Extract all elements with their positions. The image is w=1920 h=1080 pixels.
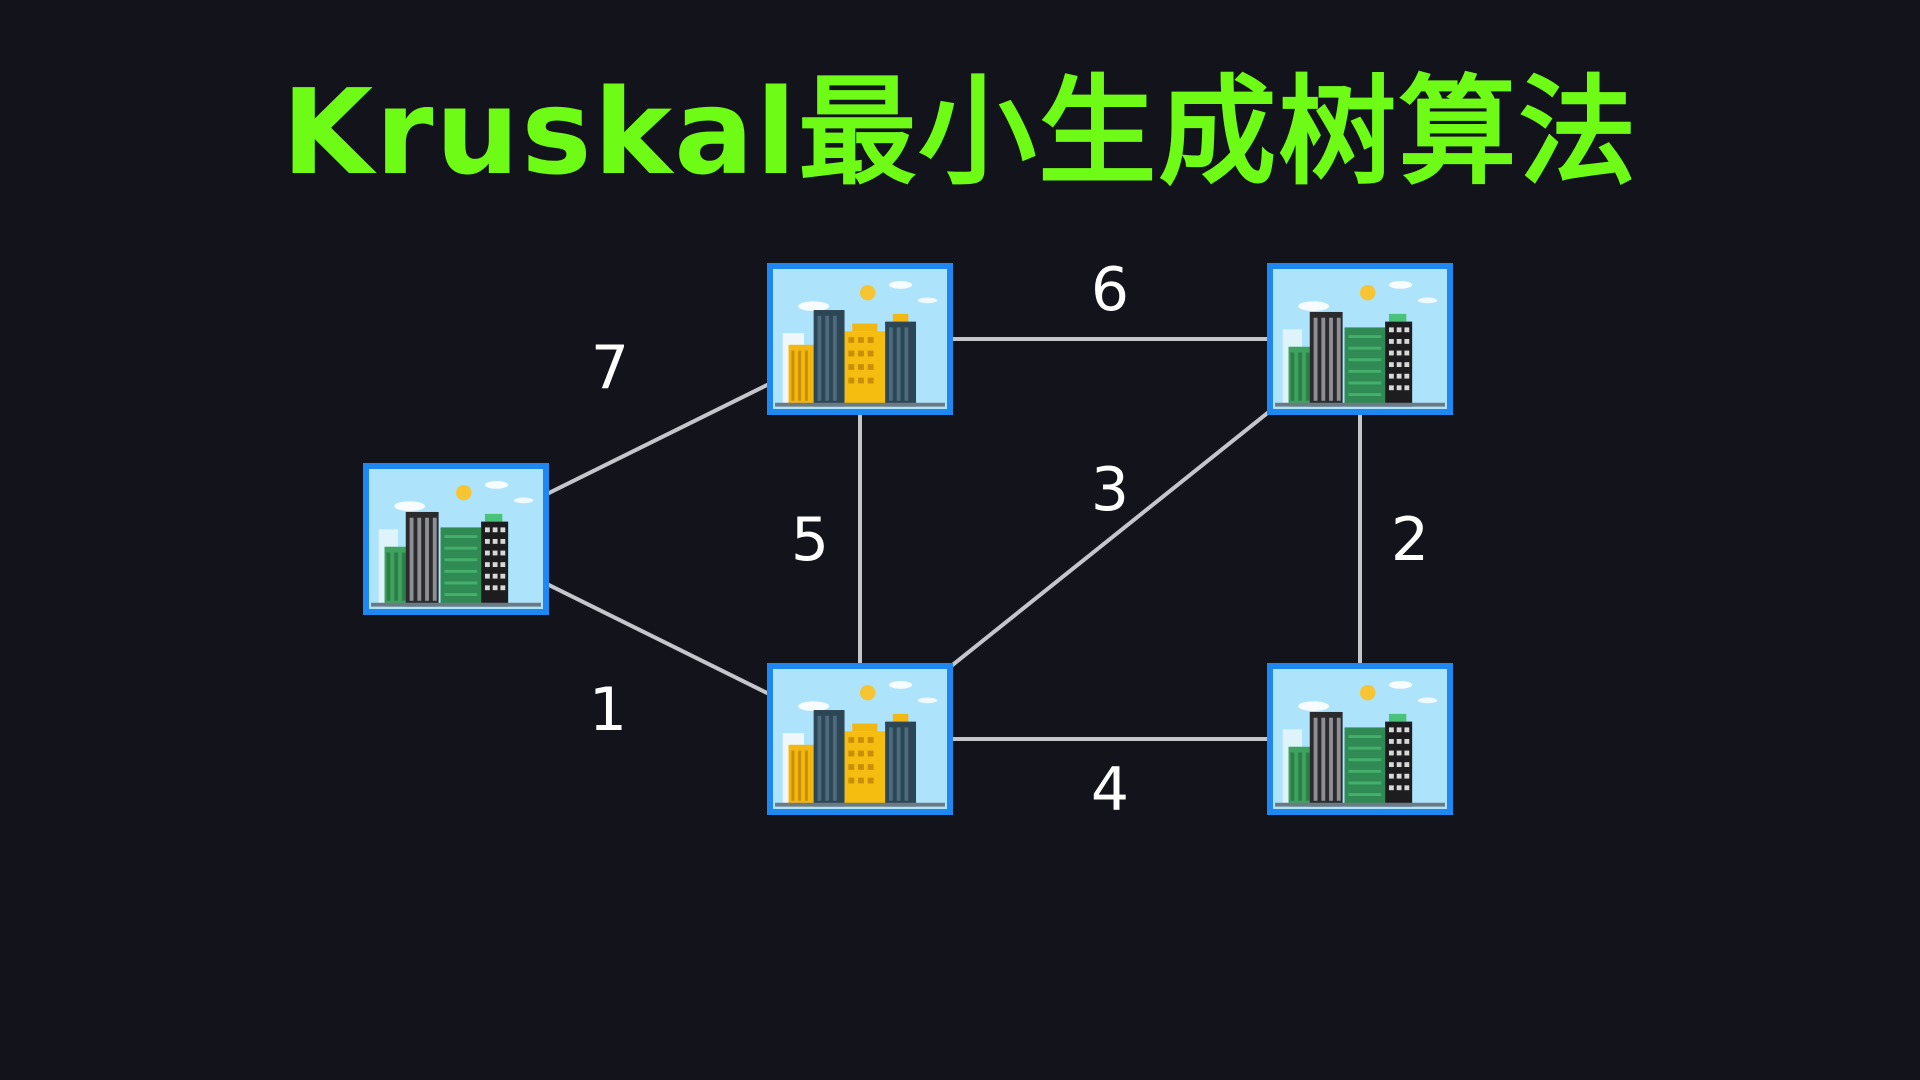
- node-top-middle: [767, 263, 953, 415]
- node-top-right: [1267, 263, 1453, 415]
- city-buildings-green-icon: [1275, 271, 1445, 407]
- edge-weight-label: 1: [589, 675, 627, 745]
- node-left: [363, 463, 549, 615]
- nodes-layer: [363, 263, 1453, 815]
- node-bottom-right: [1267, 663, 1453, 815]
- city-buildings-green-icon: [371, 471, 541, 607]
- city-buildings-yellow-icon: [775, 671, 945, 807]
- edge-weight-label: 6: [1091, 255, 1129, 325]
- edge-weight-label: 7: [591, 333, 629, 403]
- node-bottom-middle: [767, 663, 953, 815]
- page-title: Kruskal最小生成树算法: [281, 63, 1639, 201]
- weight-labels-layer: 7 1 6 5 3 2 4: [589, 255, 1429, 825]
- edge-weight-label: 5: [791, 505, 829, 575]
- edge-weight-label: 4: [1091, 755, 1129, 825]
- edge-weight-label: 2: [1391, 505, 1429, 575]
- edge-weight-label: 3: [1091, 455, 1129, 525]
- city-buildings-green-icon: [1275, 671, 1445, 807]
- city-buildings-yellow-icon: [775, 271, 945, 407]
